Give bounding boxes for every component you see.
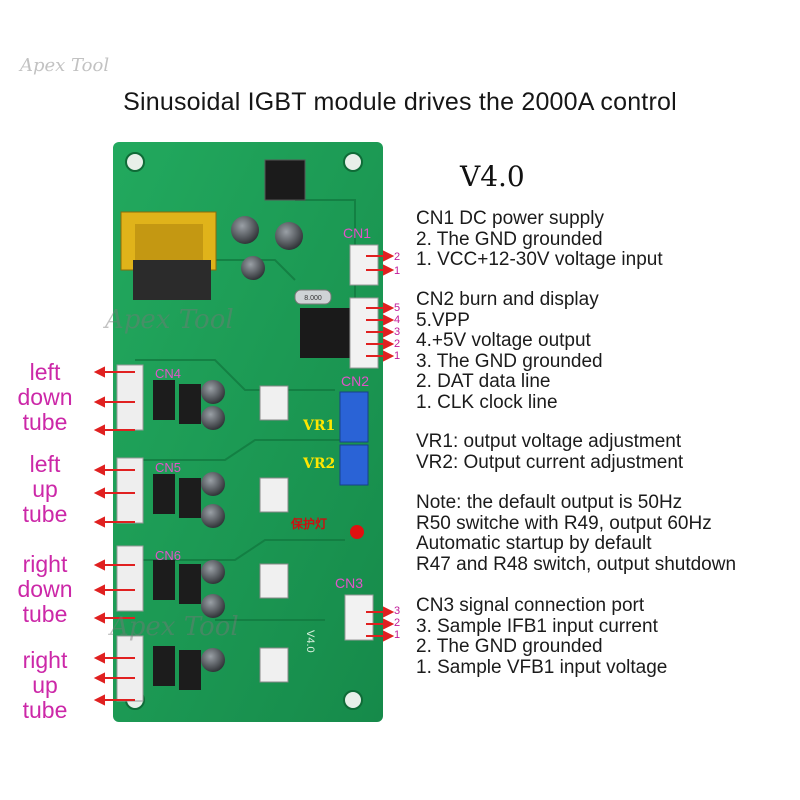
pin-number: 2 xyxy=(394,338,401,350)
cn2-pin3-text: 3. The GND grounded xyxy=(416,350,603,372)
cn5-board-label: CN5 xyxy=(155,460,181,475)
crystal-label: 8.000 xyxy=(304,295,322,302)
left-arrows xyxy=(93,366,135,706)
vr2-text: VR2: Output current adjustment xyxy=(416,451,684,473)
vr1-board-label: VR1 xyxy=(302,418,335,434)
right-down-tube-label: right down tube xyxy=(0,552,90,627)
pcb-traces xyxy=(135,199,356,621)
cn2-pin2-text: 2. DAT data line xyxy=(416,371,551,392)
note-line-4: R47 and R48 switch, output shutdown xyxy=(416,553,737,575)
cn1-pin1-text: 1. VCC+12-30V voltage input xyxy=(416,249,663,270)
cn3-title: CN3 signal connection port xyxy=(416,595,645,616)
note-line-2: R50 switche with R49, output 60Hz xyxy=(416,512,712,534)
vr2-board-label: VR2 xyxy=(302,456,335,472)
note-line-3: Automatic startup by default xyxy=(416,533,652,554)
transformer xyxy=(120,211,217,300)
pin-number: 2 xyxy=(394,251,401,263)
driver-channel-cn5: CN5 xyxy=(116,457,289,528)
side-label-line: tube xyxy=(22,409,68,435)
regulator-heatsink xyxy=(264,159,306,201)
right-up-tube-label: right up tube xyxy=(0,648,90,723)
note-line-1: Note: the default output is 50Hz xyxy=(416,492,683,513)
mcu-chip xyxy=(300,308,350,358)
cn6-board-label: CN6 xyxy=(155,548,181,563)
note-description: Note: the default output is 50Hz R50 swi… xyxy=(416,492,737,575)
vr-description: VR1: output voltage adjustment VR2: Outp… xyxy=(416,431,684,473)
side-label-line: right xyxy=(22,551,68,577)
protection-led xyxy=(350,525,364,539)
side-label-line: down xyxy=(17,576,73,602)
pcb-version-label: V4.0 xyxy=(304,630,316,653)
pcb-board-image: 8.000 CN1 CN2 VR1 VR2 保护灯 CN3 CN4 CN5 xyxy=(113,142,383,722)
watermark-middle: Apex Tool xyxy=(105,305,234,335)
cn2-pin-numbers: 5 4 3 2 1 xyxy=(394,302,400,362)
cn1-board-label: CN1 xyxy=(343,225,371,241)
capacitor xyxy=(275,222,303,250)
capacitor xyxy=(241,256,265,280)
driver-channel-cn6: CN6 xyxy=(116,545,289,618)
pin-number: 4 xyxy=(394,314,401,326)
cn1-pin-numbers: 2 1 xyxy=(394,250,400,278)
cn3-pin3-text: 3. Sample IFB1 input current xyxy=(416,615,658,637)
side-label-line: up xyxy=(32,476,58,502)
vr1-potentiometer xyxy=(339,391,369,443)
cn2-board-label: CN2 xyxy=(341,373,369,389)
side-label-line: left xyxy=(29,359,61,385)
driver-channel-cn4: CN4 xyxy=(116,364,289,431)
right-arrows xyxy=(366,250,395,642)
crystal xyxy=(294,289,332,305)
pin-number: 1 xyxy=(394,629,401,641)
cn2-pin5-text: 5.VPP xyxy=(416,309,470,331)
capacitor xyxy=(231,216,259,244)
pin-number: 3 xyxy=(394,326,401,338)
cn2-pin4-text: 4.+5V voltage output xyxy=(416,330,591,351)
cn1-pin2-text: 2. The GND grounded xyxy=(416,228,603,250)
watermark-top: Apex Tool xyxy=(20,55,110,76)
side-label-line: down xyxy=(17,384,73,410)
side-label-line: tube xyxy=(22,501,68,527)
pin-number: 3 xyxy=(394,605,401,617)
cn2-pin1-text: 1. CLK clock line xyxy=(416,391,558,413)
cn2-title: CN2 burn and display xyxy=(416,289,599,310)
cn1-connector xyxy=(349,244,379,286)
cn3-description: CN3 signal connection port 3. Sample IFB… xyxy=(416,595,668,678)
pin-number: 2 xyxy=(394,617,401,629)
side-label-line: tube xyxy=(22,697,68,723)
side-label-line: tube xyxy=(22,601,68,627)
side-label-line: right xyxy=(22,647,68,673)
side-label-line: up xyxy=(32,672,58,698)
version-label: V4.0 xyxy=(460,160,525,193)
cn3-pin-numbers: 3 2 1 xyxy=(394,605,400,641)
watermark-bottom: Apex Tool xyxy=(110,612,239,642)
left-down-tube-label: left down tube xyxy=(0,360,90,435)
vr1-text: VR1: output voltage adjustment xyxy=(416,431,682,452)
cn3-pin1-text: 1. Sample VFB1 input voltage xyxy=(416,656,668,678)
cn1-description: CN1 DC power supply 2. The GND grounded … xyxy=(416,208,663,271)
led-board-label: 保护灯 xyxy=(290,516,327,531)
cn1-title: CN1 DC power supply xyxy=(416,208,604,229)
cn3-board-label: CN3 xyxy=(335,575,363,591)
pin-number: 1 xyxy=(394,265,401,277)
driver-channel-cn7 xyxy=(116,635,289,702)
side-label-line: left xyxy=(29,451,61,477)
cn4-board-label: CN4 xyxy=(155,366,181,381)
vr2-potentiometer xyxy=(339,444,369,486)
page-title: Sinusoidal IGBT module drives the 2000A … xyxy=(123,88,677,116)
cn3-connector xyxy=(344,594,374,641)
pin-number: 5 xyxy=(394,302,401,314)
pin-number: 1 xyxy=(394,350,401,362)
cn3-pin2-text: 2. The GND grounded xyxy=(416,636,603,657)
left-up-tube-label: left up tube xyxy=(0,452,90,527)
cn2-description: CN2 burn and display 5.VPP 4.+5V voltage… xyxy=(416,289,603,413)
